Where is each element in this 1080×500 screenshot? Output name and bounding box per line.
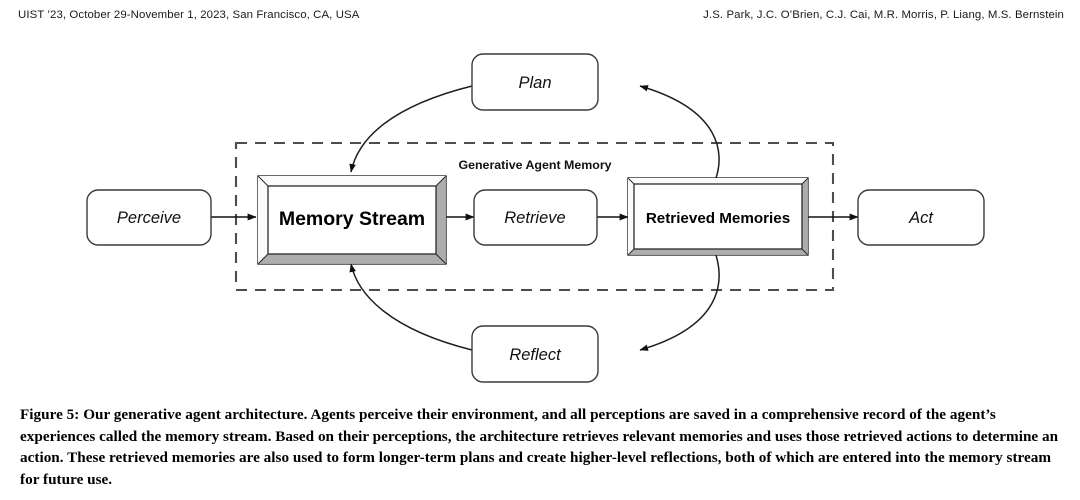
generative-agent-memory-label: Generative Agent Memory <box>458 158 611 172</box>
node-plan-label: Plan <box>518 74 551 92</box>
node-memory-stream[interactable]: Memory Stream <box>257 175 447 265</box>
node-memory-stream-bevel-line-tr <box>435 175 447 187</box>
figure-caption: Figure 5: Our generative agent architect… <box>20 406 1059 488</box>
arrow-retrieved-memories-to-plan <box>639 85 720 179</box>
node-reflect[interactable]: Reflect <box>471 325 599 383</box>
node-retrieved-memories-inner-panel <box>633 183 803 250</box>
node-retrieve-label: Retrieve <box>504 209 565 227</box>
node-retrieved-memories-bevel-line-bl <box>627 248 635 256</box>
node-memory-stream-inner-panel <box>267 185 437 255</box>
node-retrieve-shape <box>473 189 598 246</box>
arrow-reflect-to-memory-stream <box>349 263 473 351</box>
arrow-plan-to-memory-stream <box>349 85 473 173</box>
node-act-shape <box>857 189 985 246</box>
node-reflect-shape <box>471 325 599 383</box>
node-retrieved-memories-bevel-line-tl <box>627 177 635 185</box>
node-perceive-shape <box>86 189 212 246</box>
node-plan-shape <box>471 53 599 111</box>
node-retrieved-memories[interactable]: Retrieved Memories <box>627 177 809 256</box>
node-act[interactable]: Act <box>857 189 985 246</box>
node-memory-stream-label: Memory Stream <box>279 208 425 230</box>
header-conference-info: UIST ’23, October 29-November 1, 2023, S… <box>18 9 360 21</box>
figure-diagram: Generative Agent Memory Perceive <box>0 34 1080 402</box>
node-memory-stream-bevel-line-tl <box>257 175 269 187</box>
node-retrieved-memories-bevel-line-br <box>801 248 809 256</box>
node-retrieved-memories-bevel-line-tr <box>801 177 809 185</box>
node-memory-stream-bevel-line-bl <box>257 253 269 265</box>
node-memory-stream-bevel-line-br <box>435 253 447 265</box>
arrow-retrieved-memories-to-reflect <box>639 254 720 351</box>
node-memory-stream-bevel-shadow <box>258 176 446 264</box>
node-perceive-label: Perceive <box>117 209 181 227</box>
node-memory-stream-bevel-highlight <box>258 176 446 264</box>
header-author-list: J.S. Park, J.C. O’Brien, C.J. Cai, M.R. … <box>703 9 1064 21</box>
node-plan[interactable]: Plan <box>471 53 599 111</box>
node-retrieve[interactable]: Retrieve <box>473 189 598 246</box>
page-running-header: UIST ’23, October 29-November 1, 2023, S… <box>18 8 1064 28</box>
node-retrieved-memories-label: Retrieved Memories <box>646 210 790 227</box>
node-act-label: Act <box>908 209 934 227</box>
node-perceive[interactable]: Perceive <box>86 189 212 246</box>
node-reflect-label: Reflect <box>509 346 562 364</box>
architecture-diagram-svg: Generative Agent Memory Perceive <box>86 53 985 383</box>
